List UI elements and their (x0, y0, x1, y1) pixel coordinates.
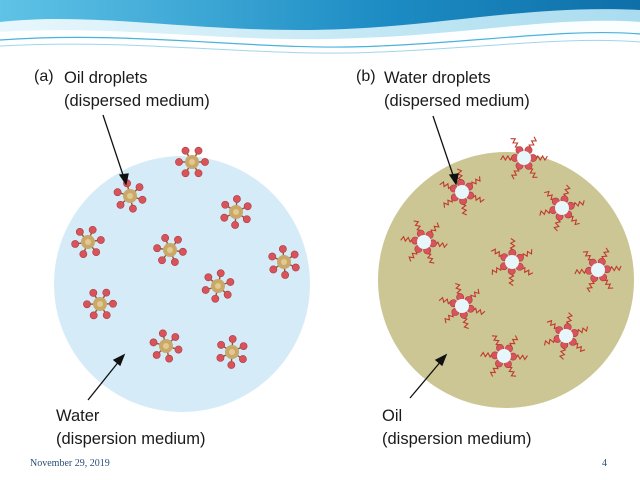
panel-b-top-label-2: (dispersed medium) (384, 92, 530, 110)
water-droplet (439, 168, 485, 216)
water-droplets-group (400, 136, 622, 377)
oil-droplet (71, 225, 105, 259)
panel-a-bottom-label-1: Water (56, 407, 100, 425)
panel-b-bottom-label-2: (dispersion medium) (382, 430, 532, 448)
arrow-water-medium (87, 353, 126, 401)
water-droplet (574, 247, 622, 293)
water-droplet (400, 220, 448, 264)
panel-a-top-label-1: Oil droplets (64, 69, 148, 87)
footer-date: November 29, 2019 (30, 458, 110, 469)
water-droplet (438, 282, 486, 330)
arrow-water-droplets (432, 115, 459, 186)
oil-droplet (153, 234, 187, 266)
water-droplet (500, 136, 548, 180)
oil-droplet (268, 245, 300, 279)
oil-droplets-group (71, 146, 300, 369)
oil-droplet (83, 288, 117, 320)
panel-a-top-label-2: (dispersed medium) (64, 92, 210, 110)
oil-droplet (201, 269, 235, 303)
arrow-oil-droplets (102, 114, 129, 186)
water-medium-circle (54, 156, 310, 412)
oil-droplet (149, 329, 183, 363)
header-swoosh (0, 0, 640, 55)
oil-droplet (216, 335, 248, 369)
page-number: 4 (602, 458, 607, 469)
panel-b-bottom-label-1: Oil (382, 407, 403, 425)
panel-b-top-label-1: Water droplets (384, 69, 491, 87)
oil-droplet (175, 146, 209, 178)
panel-a-letter: (a) (34, 68, 54, 85)
water-droplet (480, 335, 528, 377)
water-droplet (543, 312, 589, 360)
panel-b-letter: (b) (356, 68, 376, 85)
oil-droplet (220, 195, 252, 229)
arrow-oil-medium (409, 353, 448, 399)
water-droplet (539, 184, 585, 232)
panel-a-bottom-label-2: (dispersion medium) (56, 430, 206, 448)
water-droplet (490, 238, 534, 286)
oil-droplet (113, 179, 147, 213)
